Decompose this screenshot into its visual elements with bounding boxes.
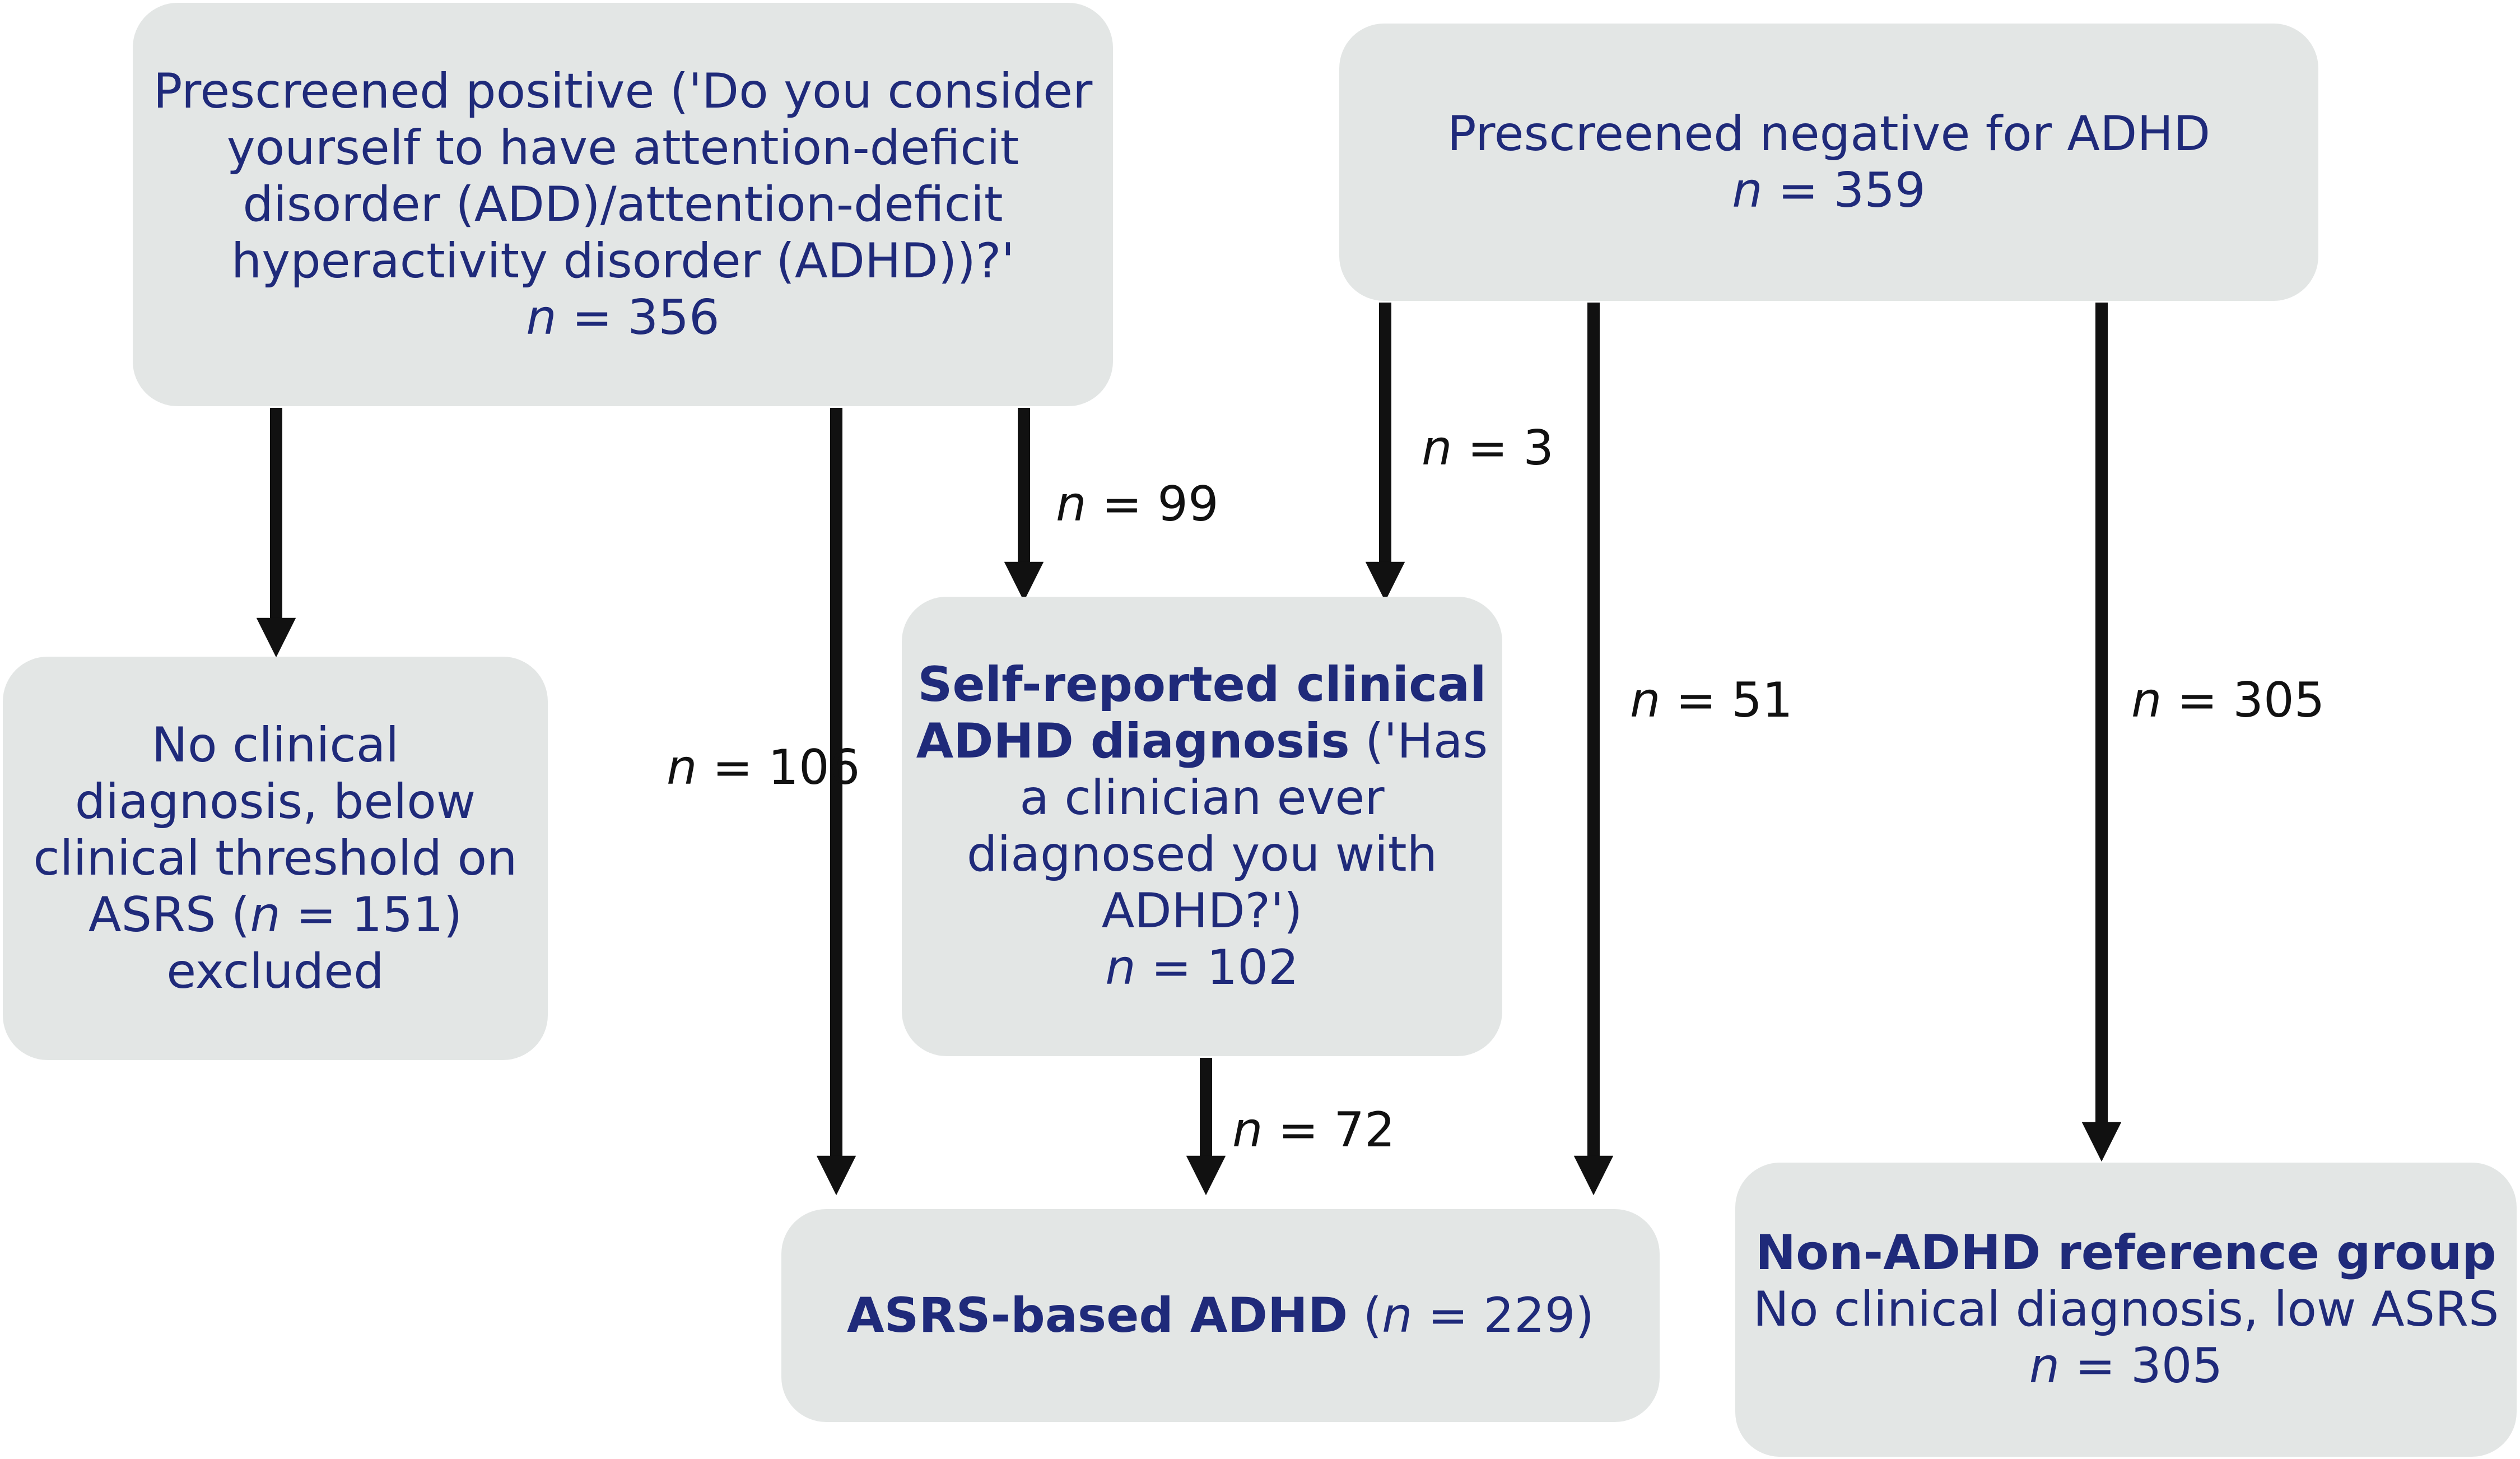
flow-label-n99: n = 99 — [1056, 476, 1219, 532]
non-adhd-reference-box: Non-ADHD reference group No clinical dia… — [1735, 1163, 2517, 1457]
excluded-line-1: No clinical — [151, 717, 399, 773]
prescreened-negative-box: Prescreened negative for ADHD n = 359 — [1339, 24, 2318, 301]
prescreen-neg-n: n = 359 — [1732, 162, 1926, 219]
non-adhd-title: Non-ADHD reference group — [1755, 1225, 2496, 1281]
prescreen-neg-line-1: Prescreened negative for ADHD — [1447, 105, 2211, 162]
self-report-line-4: diagnosed you with — [966, 826, 1438, 882]
prescreen-pos-line-1: Prescreened positive ('Do you consider — [153, 63, 1093, 119]
excluded-line-2: diagnosis, below — [74, 773, 476, 830]
asrs-adhd-label: ASRS-based ADHD (n = 229) — [846, 1287, 1595, 1344]
prescreen-pos-line-4: hyperactivity disorder (ADHD))?' — [231, 233, 1015, 289]
prescreen-pos-line-2: yourself to have attention-deficit — [226, 119, 1019, 176]
excluded-line-4: ASRS (n = 151) — [88, 886, 463, 943]
flow-label-n3: n = 3 — [1422, 420, 1554, 476]
excluded-line-5: excluded — [166, 943, 384, 1000]
self-reported-diagnosis-box: Self-reported clinical ADHD diagnosis ('… — [902, 597, 1502, 1056]
prescreened-positive-box: Prescreened positive ('Do you consider y… — [133, 3, 1113, 406]
self-report-line-2: ADHD diagnosis ('Has — [916, 713, 1488, 769]
self-report-n: n = 102 — [1105, 940, 1299, 996]
self-report-line-3: a clinician ever — [1019, 770, 1385, 826]
excluded-line-3: clinical threshold on — [33, 830, 518, 886]
prescreen-pos-line-3: disorder (ADD)/attention-deficit — [243, 176, 1003, 233]
flow-label-n106: n = 106 — [667, 740, 860, 796]
self-report-line-5: ADHD?') — [1101, 883, 1303, 939]
prescreen-pos-n: n = 356 — [526, 289, 720, 346]
asrs-based-adhd-box: ASRS-based ADHD (n = 229) — [781, 1209, 1660, 1422]
excluded-box: No clinical diagnosis, below clinical th… — [3, 657, 548, 1060]
flow-label-n51: n = 51 — [1630, 672, 1793, 728]
flow-label-n305: n = 305 — [2131, 672, 2325, 728]
non-adhd-line-2: No clinical diagnosis, low ASRS — [1753, 1281, 2499, 1337]
flow-label-n72: n = 72 — [1232, 1102, 1395, 1158]
non-adhd-n: n = 305 — [2029, 1338, 2223, 1394]
self-report-line-1: Self-reported clinical — [917, 657, 1487, 713]
